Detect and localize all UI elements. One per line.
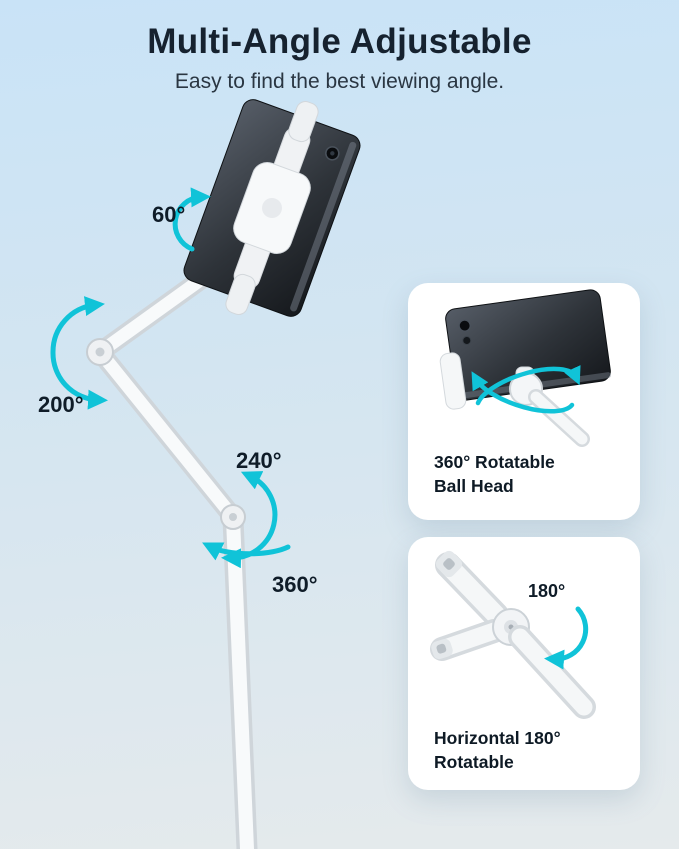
tablet: [183, 99, 361, 317]
hinge-arm: [508, 625, 596, 719]
shoulder-joint: [86, 338, 114, 366]
page-title: Multi-Angle Adjustable: [147, 22, 532, 61]
rotation-arrows: [50, 187, 291, 569]
hinge-caption: Horizontal 180° Rotatable: [434, 727, 561, 774]
ball-head-caption: 360° Rotatable Ball Head: [434, 451, 555, 498]
hinge-card: 180° Horizontal 180° Rotatable: [408, 537, 640, 790]
close-up-clamp: [439, 352, 590, 447]
tilt-60-arrow-icon: [172, 187, 211, 252]
caption-line-1: Horizontal 180°: [434, 728, 561, 748]
angle-label-60: 60°: [152, 202, 186, 227]
hinge-rotation-arrow-icon: [544, 606, 589, 670]
ball-head-rotation-arrows-icon: [471, 365, 581, 414]
stand-pole: [222, 508, 258, 849]
header: Multi-Angle Adjustable Easy to find the …: [0, 22, 679, 94]
page-subtitle: Easy to find the best viewing angle.: [174, 70, 505, 93]
clamp-arms: [430, 550, 509, 661]
ball-head-card: 360° Rotatable Ball Head: [408, 283, 640, 520]
angle-label-180: 180°: [528, 581, 566, 601]
hinge-illustration: [430, 550, 596, 719]
swivel-200-arrow-icon: [50, 296, 108, 410]
angle-label-360: 360°: [272, 572, 318, 597]
elbow-joint: [220, 504, 246, 530]
caption-line-2: Ball Head: [434, 475, 514, 496]
ball-head-illustration: [439, 289, 611, 447]
tablet-mount-clamp: [225, 101, 319, 315]
angle-label-240: 240°: [236, 448, 282, 473]
caption-line-2: Rotatable: [434, 751, 514, 772]
angle-label-200: 200°: [38, 392, 84, 417]
spin-360-arrow-icon: [202, 542, 291, 561]
caption-line-1: 360° Rotatable: [434, 452, 555, 472]
lower-arm: [90, 342, 243, 527]
